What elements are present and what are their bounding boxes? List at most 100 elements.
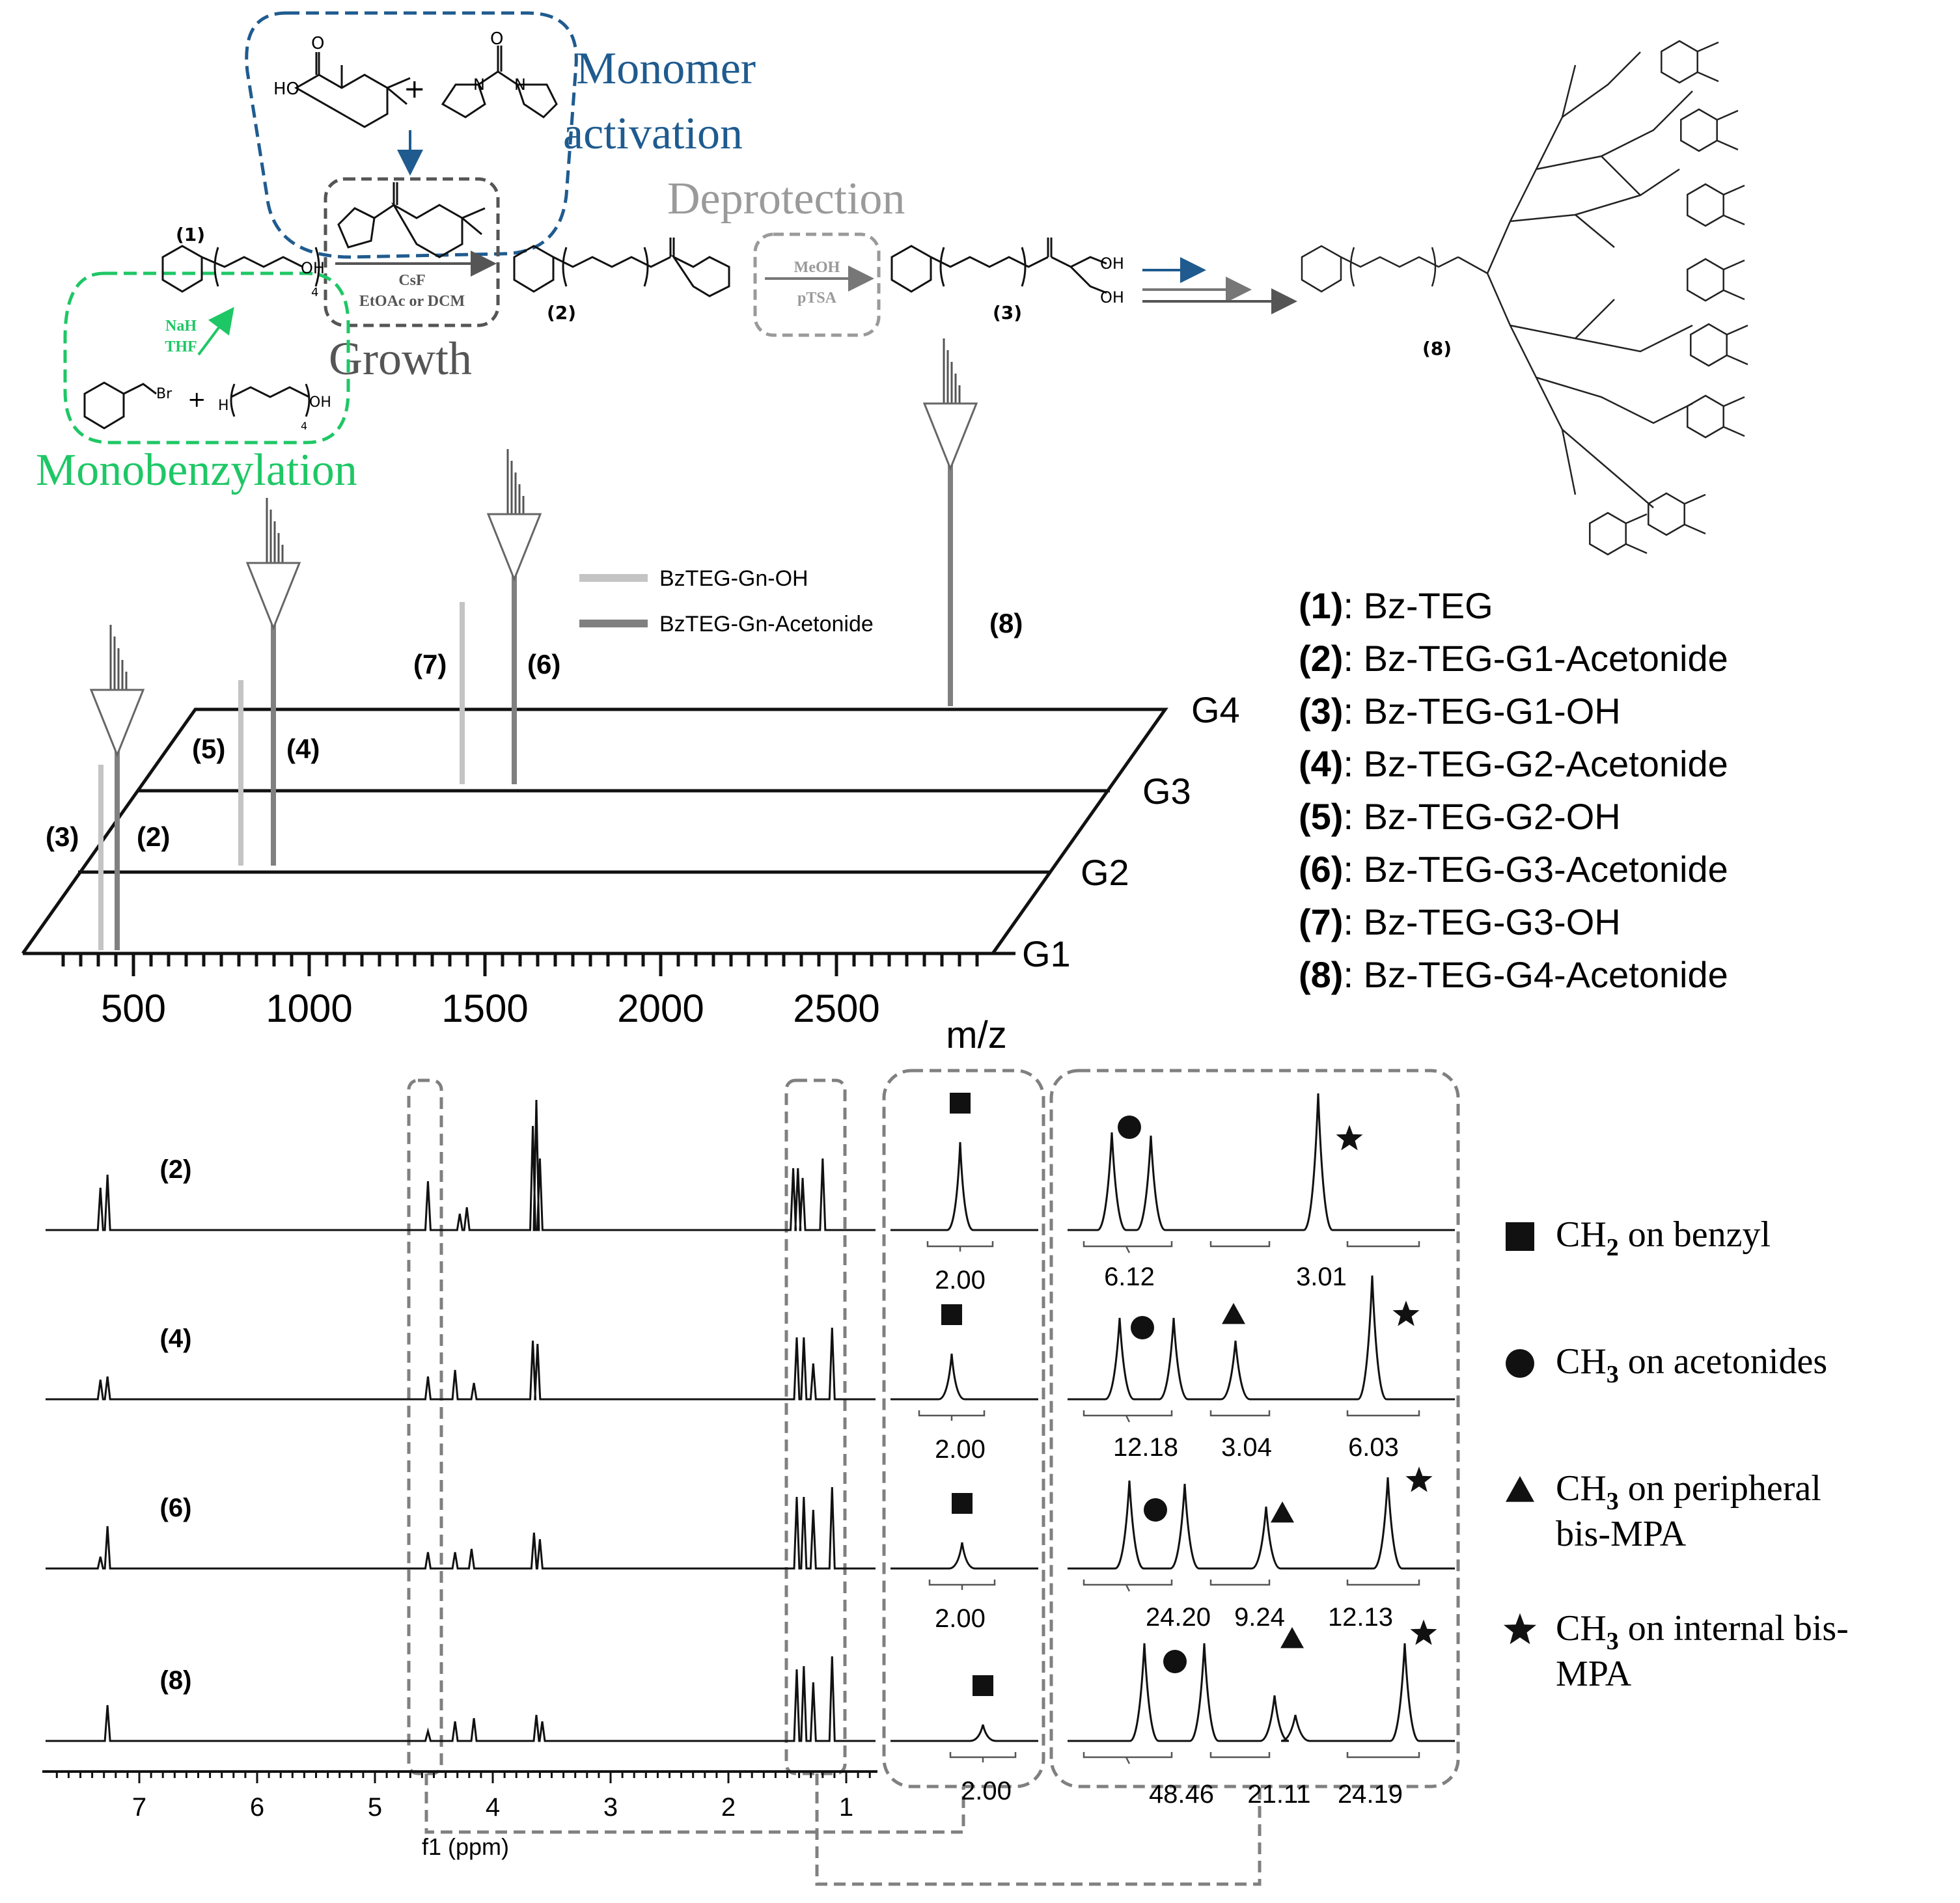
triangle-marker xyxy=(1506,1476,1534,1502)
compound-3-oh-1: OH xyxy=(1100,254,1124,273)
plane-label-g4: G4 xyxy=(1191,689,1240,730)
ms-peak-label: (2) xyxy=(137,821,170,852)
teg-h-atom: H xyxy=(218,398,229,414)
mz-tick-label: 1000 xyxy=(266,987,352,1030)
circle-marker xyxy=(1131,1316,1154,1339)
star-marker xyxy=(1410,1619,1437,1645)
compound-entry: (5): Bz-TEG-G2-OH xyxy=(1299,796,1621,837)
nmr-spectrum-trace xyxy=(46,1656,876,1742)
ch3-integral: 12.18 xyxy=(1113,1433,1178,1462)
nmr-ch3-expansion-box xyxy=(1049,1069,1460,1788)
integral-bracket xyxy=(1209,1580,1271,1586)
compound-entry: (6): Bz-TEG-G3-Acetonide xyxy=(1299,849,1728,890)
reagent-plus: + xyxy=(404,74,426,104)
benzylation-reagents-line2: THF xyxy=(165,338,197,355)
compound-3-label: (3) xyxy=(993,302,1022,323)
deprotection-reagents-line2: pTSA xyxy=(797,290,837,307)
acetonide-ring xyxy=(1687,183,1724,227)
integral-bracket xyxy=(926,1241,994,1252)
ch3-integral: 24.20 xyxy=(1146,1603,1211,1632)
compound-entry: (7): Bz-TEG-G3-OH xyxy=(1299,901,1621,942)
compound-entry: (8): Bz-TEG-G4-Acetonide xyxy=(1299,954,1728,995)
mz-tick-label: 2500 xyxy=(793,987,879,1030)
ms-arrowhead xyxy=(245,562,301,631)
plane-label-g1: G1 xyxy=(1022,933,1071,974)
legend-acetonide-label: BzTEG-Gn-Acetonide xyxy=(659,612,874,637)
star-marker xyxy=(1503,1613,1537,1645)
monomer-activation-label-line1: Monomer xyxy=(576,44,756,94)
acetonide-methyls xyxy=(1723,259,1745,301)
ch2-integral: 2.00 xyxy=(961,1777,1012,1805)
ch2-integral: 2.00 xyxy=(935,1435,986,1464)
star-marker xyxy=(1405,1466,1433,1492)
acetonide-ring xyxy=(1648,492,1685,536)
integral-bracket xyxy=(1083,1580,1173,1592)
ch3-expansion-trace xyxy=(1068,1275,1455,1401)
integral-bracket xyxy=(918,1410,986,1421)
acetonide-methyls xyxy=(1625,513,1648,554)
ch3-integral: 9.24 xyxy=(1234,1603,1285,1632)
square-marker xyxy=(941,1304,962,1325)
square-marker xyxy=(1506,1222,1534,1251)
acetonide-methyls xyxy=(1717,109,1739,151)
square-marker xyxy=(952,1493,973,1514)
benzylation-arrow xyxy=(197,307,234,356)
ms-arrowhead xyxy=(922,402,978,472)
benzylation-reagents-line1: NaH xyxy=(165,318,197,335)
compound-8-acetonide-rings xyxy=(1589,40,1748,556)
compound-entry: (3): Bz-TEG-G1-OH xyxy=(1299,691,1621,732)
growth-reagents-line2: EtOAc or DCM xyxy=(359,293,465,310)
acid-ho-atom: HO xyxy=(273,79,299,99)
integral-bracket xyxy=(1209,1752,1271,1759)
ch3-integral: 3.01 xyxy=(1296,1263,1347,1291)
compound-entry: (2): Bz-TEG-G1-Acetonide xyxy=(1299,638,1728,679)
deprotection-box xyxy=(753,232,881,337)
nmr-legend-entry: CH2 on benzyl xyxy=(1556,1214,1771,1261)
ms-peak-label: (5) xyxy=(192,733,225,764)
nmr-legend-entry: CH3 on internal bis- xyxy=(1556,1608,1849,1655)
nmr-legend-entry-line2: MPA xyxy=(1556,1654,1632,1694)
plane-outline xyxy=(21,707,1168,955)
integral-bracket xyxy=(928,1580,996,1590)
compound-8-structure xyxy=(1301,51,1693,508)
ppm-tick-label: 2 xyxy=(721,1793,736,1822)
ms-peak-label: (6) xyxy=(527,649,560,679)
ms-peak-label: (7) xyxy=(413,649,447,679)
connector-ch2 xyxy=(424,1773,965,1834)
circle-marker xyxy=(1506,1349,1534,1378)
nmr-ch3-region-box xyxy=(784,1078,847,1775)
nmr-spectrum-trace xyxy=(46,1327,876,1401)
ms-peak-label: (3) xyxy=(46,821,79,852)
ppm-tick-label: 4 xyxy=(486,1793,500,1822)
compound-1-sub4: 4 xyxy=(311,286,318,299)
integral-bracket xyxy=(1209,1241,1271,1248)
ppm-tick-label: 3 xyxy=(603,1793,618,1822)
cdi-n-atom-2: N xyxy=(514,75,526,94)
cdi-o-atom: O xyxy=(490,29,503,49)
ch2-expansion-trace xyxy=(890,1724,1038,1742)
acetonide-ring xyxy=(1661,40,1698,84)
acetonide-methyls xyxy=(1723,184,1745,226)
ppm-tick-label: 1 xyxy=(839,1793,853,1822)
legend-oh-label: BzTEG-Gn-OH xyxy=(659,566,808,591)
ppm-axis-label: f1 (ppm) xyxy=(422,1833,509,1860)
ch3-expansion-trace xyxy=(1068,1093,1455,1231)
ms-peak-label: (4) xyxy=(286,733,320,764)
integral-bracket xyxy=(1346,1580,1420,1586)
compound-legend: (1): Bz-TEG(2): Bz-TEG-G1-Acetonide(3): … xyxy=(1299,585,1728,995)
acetonide-ring xyxy=(1687,394,1724,439)
ch2-integral: 2.00 xyxy=(935,1266,986,1294)
nmr-spectrum-label: (4) xyxy=(160,1324,192,1353)
acetonide-ring xyxy=(1690,323,1728,367)
ch2-integral: 2.00 xyxy=(935,1604,986,1633)
compound-1-label: (1) xyxy=(176,224,205,245)
deprotection-label: Deprotection xyxy=(667,174,905,224)
integral-bracket xyxy=(1083,1410,1173,1423)
ch2-expansion-trace xyxy=(890,1542,1038,1570)
cdi-structure xyxy=(441,46,558,118)
ms-arrowhead xyxy=(89,689,145,758)
ch3-integral: 6.12 xyxy=(1104,1263,1155,1291)
